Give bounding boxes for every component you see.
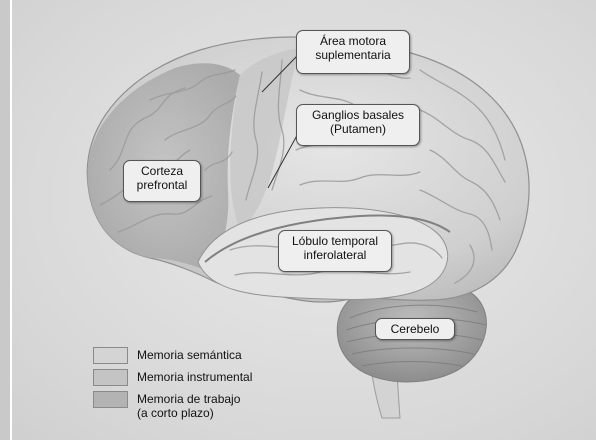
label-basal-ganglia: Ganglios basales (Putamen) <box>296 104 420 146</box>
label-line: Lóbulo temporal <box>285 234 385 248</box>
label-line: Corteza <box>130 164 194 178</box>
label-supplementary-motor-area: Área motora suplementaria <box>296 30 410 74</box>
legend-label: Memoria semántica <box>137 348 242 362</box>
label-cerebellum: Cerebelo <box>375 318 455 340</box>
legend-label: Memoria instrumental <box>137 370 252 384</box>
label-line: Área motora <box>303 34 403 48</box>
label-line: prefrontal <box>130 178 194 192</box>
legend-swatch <box>93 391 128 408</box>
label-line: (Putamen) <box>303 122 413 136</box>
label-line: Cerebelo <box>382 322 448 336</box>
label-line: inferolateral <box>285 248 385 262</box>
legend-swatch <box>93 347 128 364</box>
legend-item-semantic: Memoria semántica <box>90 345 280 367</box>
legend-item-instrumental: Memoria instrumental <box>90 367 280 389</box>
legend-label: Memoria de trabajo (a corto plazo) <box>137 392 240 420</box>
label-line: suplementaria <box>303 48 403 62</box>
legend-label-line: (a corto plazo) <box>137 406 240 420</box>
legend-item-working: Memoria de trabajo (a corto plazo) <box>90 389 280 423</box>
legend-swatch <box>93 369 128 386</box>
label-inferolateral-temporal-lobe: Lóbulo temporal inferolateral <box>278 230 392 272</box>
label-prefrontal-cortex: Corteza prefrontal <box>123 160 201 202</box>
label-line: Ganglios basales <box>303 108 413 122</box>
legend: Memoria semántica Memoria instrumental M… <box>90 345 280 423</box>
legend-label-line: Memoria de trabajo <box>137 392 240 406</box>
